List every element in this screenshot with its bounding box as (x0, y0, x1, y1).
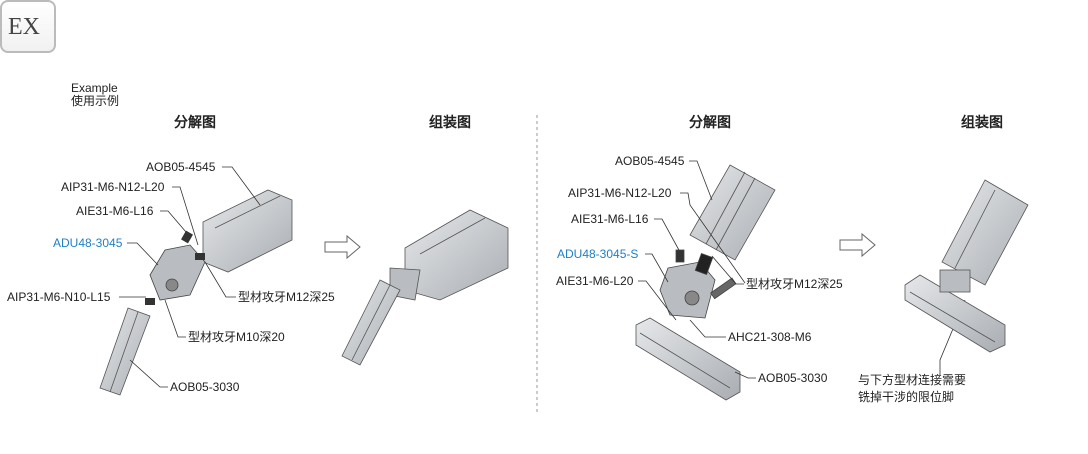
label-aob05-4545-r: AOB05-4545 (615, 154, 685, 168)
screws-left (145, 230, 205, 305)
profile-4545-right (689, 164, 776, 261)
arrow-right (839, 232, 876, 258)
label-aob05-3030: AOB05-3030 (170, 380, 240, 394)
label-aob05-4545: AOB05-4545 (146, 160, 216, 174)
assembled-left (341, 209, 509, 366)
right-assembled-title: 组装图 (961, 114, 1003, 130)
label-tap-m12-r: 型材攻牙M12深25 (746, 277, 843, 291)
label-ahc21-308-m6: AHC21-308-M6 (728, 330, 812, 344)
label-aob05-3030-r: AOB05-3030 (758, 371, 828, 385)
example-label-en: Example (71, 81, 118, 95)
leader-lines-left (119, 166, 261, 388)
right-exploded-title: 分解图 (689, 114, 731, 130)
example-label-cn: 使用示例 (71, 94, 120, 108)
label-aie31-m6-l16: AIE31-M6-L16 (76, 204, 154, 218)
profile-4545-left (202, 189, 293, 273)
label-aip31-m6-n10-l15: AIP31-M6-N10-L15 (7, 290, 111, 304)
label-tap-m12: 型材攻牙M12深25 (238, 290, 335, 304)
left-exploded-title: 分解图 (174, 114, 216, 130)
profile-3030-right (635, 317, 741, 401)
note-line-2: 铣掉干涉的限位脚 (858, 390, 955, 404)
label-adu48-3045: ADU48-3045 (53, 236, 123, 250)
label-tap-m10: 型材攻牙M10深20 (188, 330, 285, 344)
assembled-right (904, 179, 1029, 353)
label-adu48-3045-s: ADU48-3045-S (557, 247, 639, 261)
arrow-left (324, 234, 361, 260)
profile-3030-left (99, 307, 151, 396)
label-aie31-m6-l20: AIE31-M6-L20 (556, 274, 634, 288)
label-aie31-m6-l16-r: AIE31-M6-L16 (571, 212, 649, 226)
note-line-1: 与下方型材连接需要 (858, 373, 967, 387)
bracket-right (659, 249, 737, 319)
example-logo: EX (0, 0, 56, 53)
label-aip31-m6-n12-l20: AIP31-M6-N12-L20 (61, 180, 165, 194)
label-aip31-m6-n12-l20-r: AIP31-M6-N12-L20 (568, 186, 672, 200)
left-assembled-title: 组装图 (429, 114, 471, 130)
